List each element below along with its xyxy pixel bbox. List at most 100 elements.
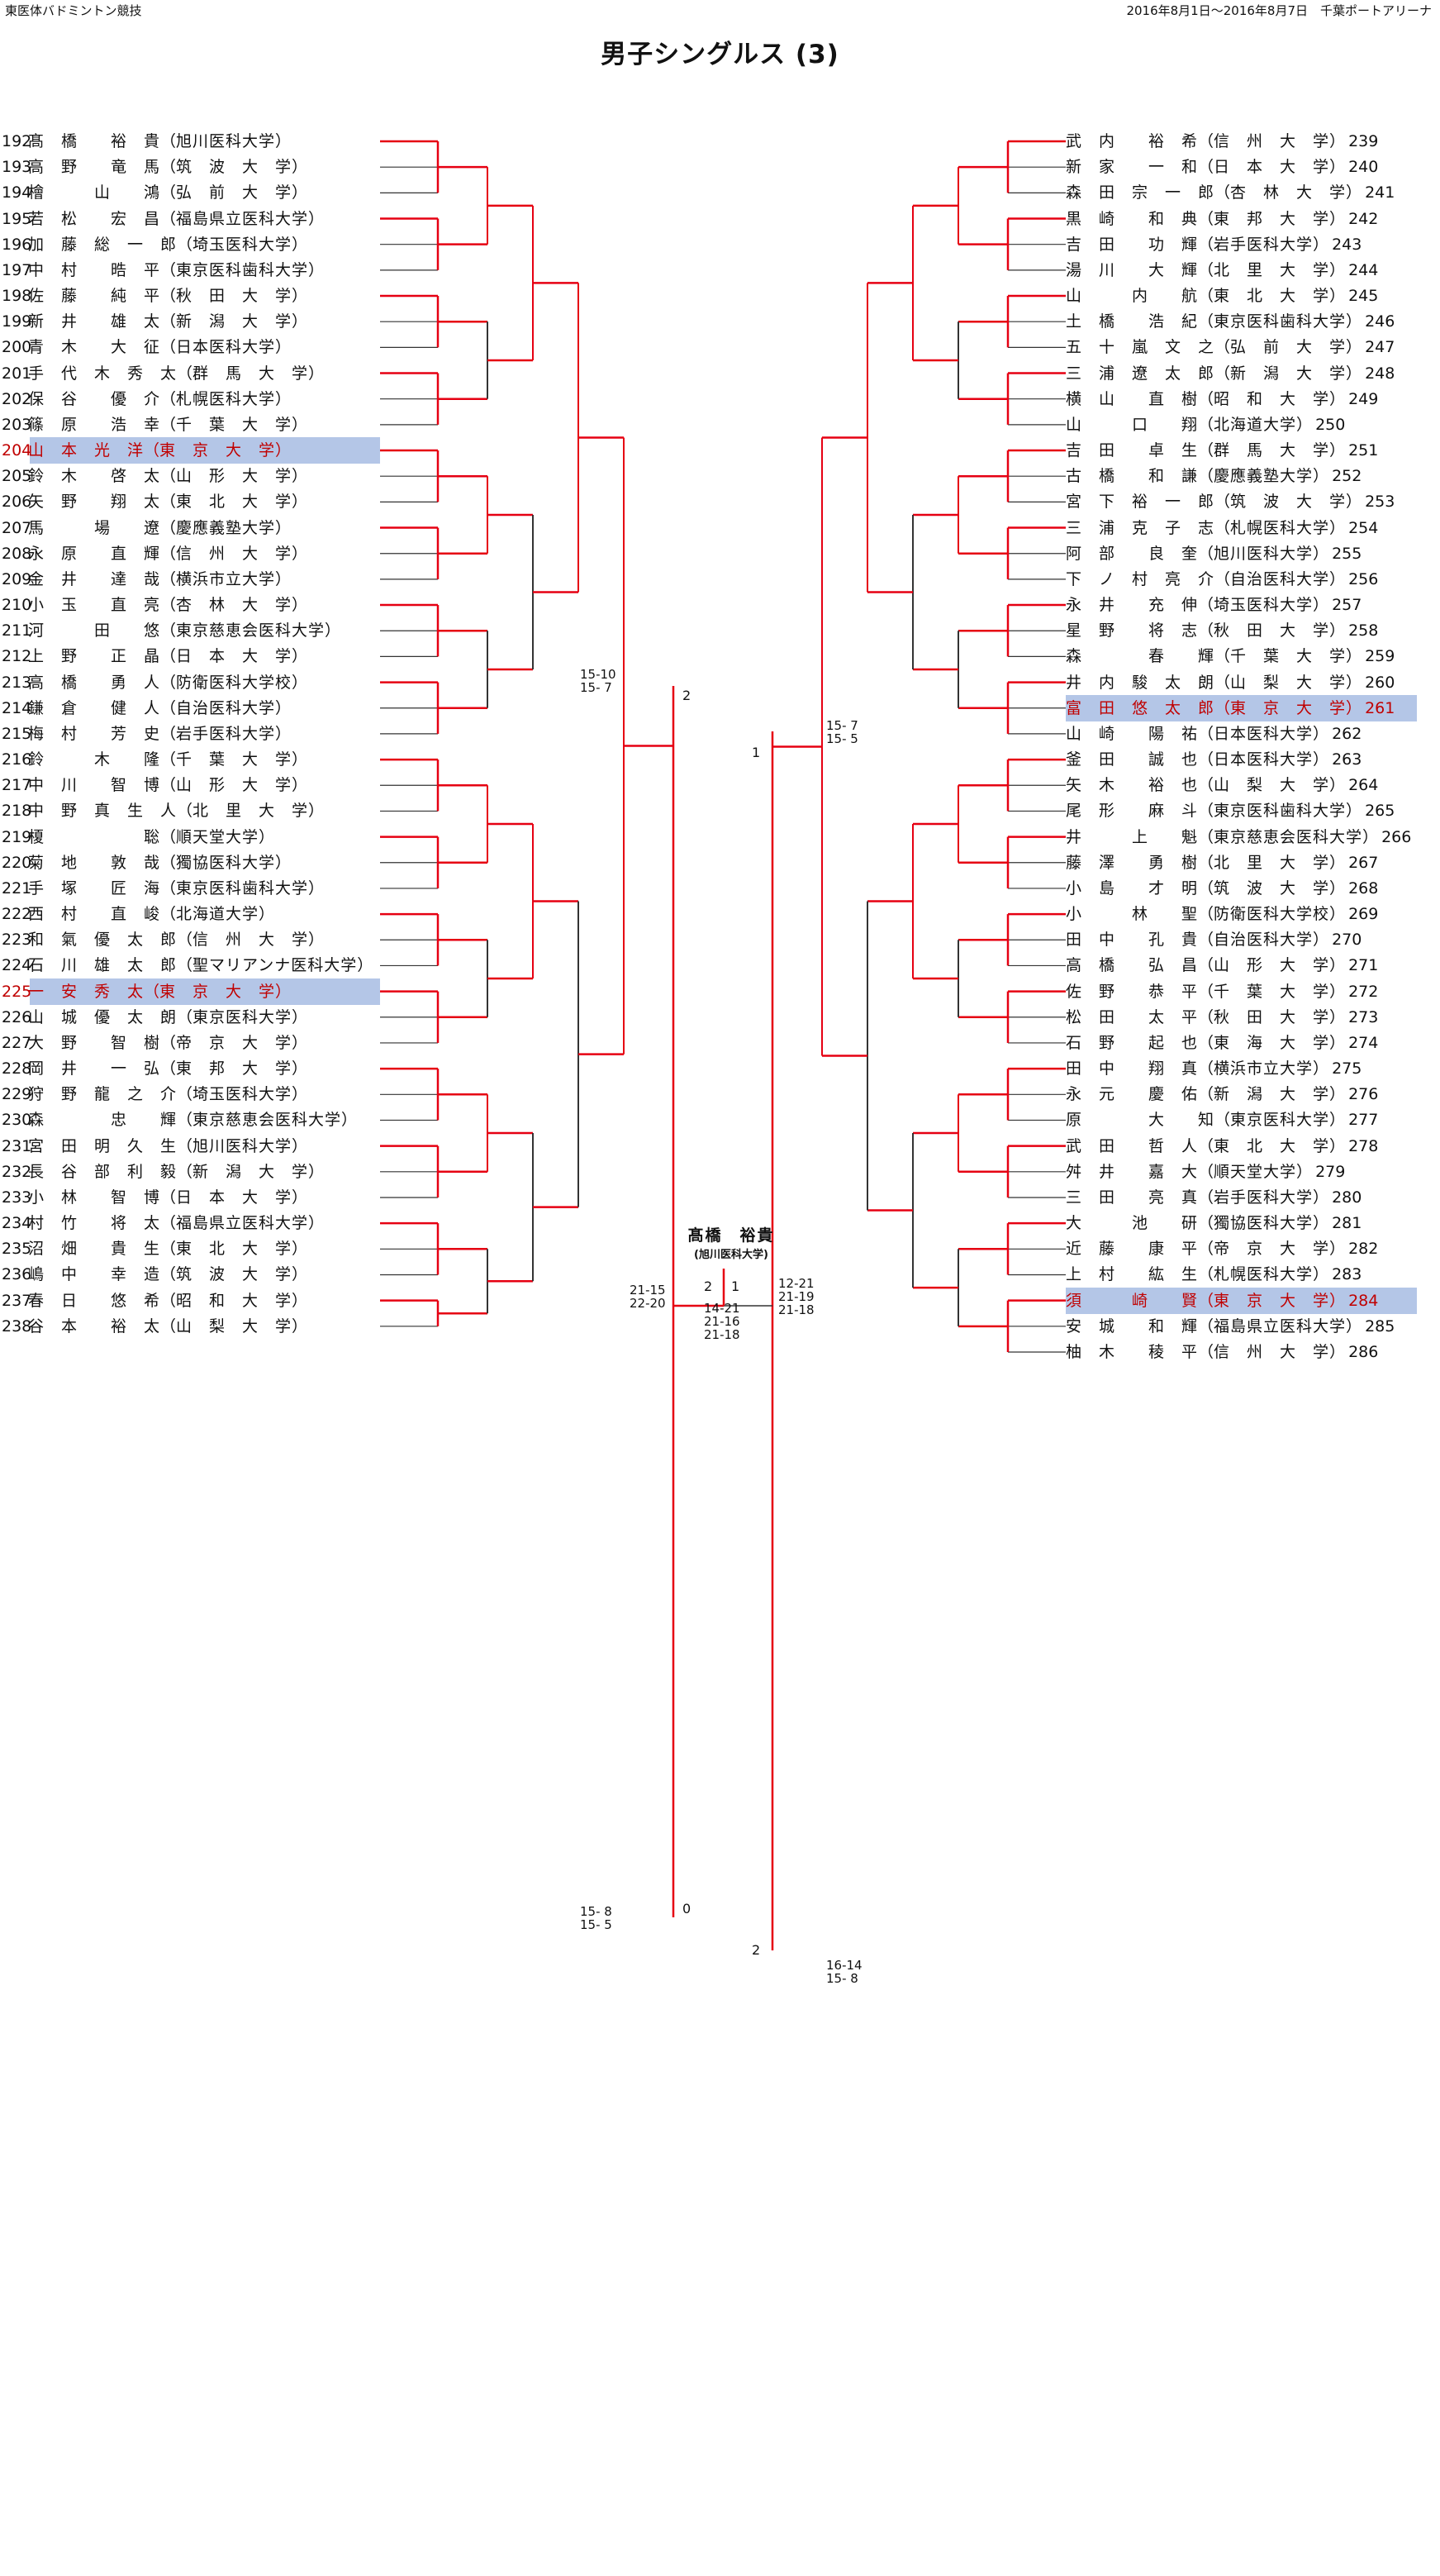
- player-row: 196加 藤 総 一 郎（埼玉医科大学）: [2, 232, 307, 257]
- player-number: 242: [1348, 209, 1379, 228]
- player-number: 267: [1348, 853, 1379, 872]
- player-row: 森 春 輝（千 葉 大 学）259: [1066, 644, 1395, 669]
- player-school: 福島県立医科大学: [176, 1214, 309, 1233]
- player-number: 236: [2, 1265, 32, 1284]
- paren-close: ）: [275, 132, 292, 150]
- player-school: 岩手医科大学: [176, 724, 276, 743]
- paren-open: （: [144, 441, 160, 460]
- player-name: 保 谷 優 介: [28, 389, 161, 408]
- player-name: 安 城 和 輝: [1066, 1317, 1199, 1336]
- player-row: 井 内 駿 太 朗（山 梨 大 学）260: [1066, 670, 1395, 695]
- player-name: 梅 村 芳 史: [28, 724, 161, 743]
- player-name: 原 大 知: [1066, 1111, 1215, 1130]
- paren-close: ）: [292, 183, 308, 202]
- player-number: 239: [1348, 132, 1379, 150]
- player-number: 273: [1348, 1007, 1379, 1026]
- player-name: 森 忠 輝: [28, 1111, 178, 1130]
- paren-open: （: [1214, 673, 1231, 692]
- paren-open: （: [1198, 235, 1214, 254]
- paren-open: （: [160, 827, 177, 846]
- player-school: 東京医科歯科大学: [1214, 802, 1347, 821]
- player-name: 阿 部 良 奎: [1066, 544, 1199, 563]
- paren-open: （: [1198, 1085, 1214, 1104]
- paren-open: （: [177, 1007, 193, 1026]
- paren-close: ）: [1313, 724, 1329, 743]
- player-row: 永 井 充 伸（埼玉医科大学）257: [1066, 593, 1362, 617]
- player-number: 219: [2, 827, 32, 846]
- paren-close: ）: [1329, 853, 1346, 872]
- player-number: 227: [2, 1033, 32, 1052]
- paren-close: ）: [308, 1214, 325, 1233]
- player-school: 千 葉 大 学: [1214, 982, 1330, 1001]
- paren-close: ）: [308, 1162, 325, 1181]
- player-name: 井 上 魁: [1066, 827, 1199, 846]
- paren-close: ）: [292, 1291, 308, 1310]
- player-school: 東 北 大 学: [176, 493, 292, 512]
- paren-close: ）: [1346, 698, 1362, 717]
- paren-close: ）: [1346, 1317, 1362, 1336]
- player-school: 東 邦 大 学: [1214, 209, 1330, 228]
- paren-open: （: [160, 467, 177, 486]
- paren-open: （: [160, 596, 177, 615]
- page-title: 男子シングルス (3): [601, 40, 839, 69]
- player-name: 佐 野 恭 平: [1066, 982, 1199, 1001]
- paren-open: （: [1198, 827, 1214, 846]
- player-number: 200: [2, 338, 32, 357]
- paren-close: ）: [1329, 132, 1346, 150]
- paren-open: （: [160, 647, 177, 666]
- player-school: 慶應義塾大学: [176, 518, 276, 537]
- paren-close: ）: [292, 493, 308, 512]
- player-row: 新 家 一 和（日 本 大 学）240: [1066, 155, 1378, 179]
- player-name: 鈴 木 隆: [28, 750, 161, 769]
- paren-close: ）: [275, 698, 292, 717]
- player-name: 石 野 起 也: [1066, 1033, 1199, 1052]
- player-name: 星 野 将 志: [1066, 621, 1199, 640]
- paren-open: （: [1198, 389, 1214, 408]
- paren-open: （: [177, 931, 193, 950]
- player-school: 順天堂大学: [1214, 1162, 1297, 1181]
- player-school: 東京医科大学: [192, 1007, 292, 1026]
- player-name: 三 浦 克 子 志: [1066, 518, 1215, 537]
- paren-close: ）: [259, 827, 275, 846]
- player-number: 192: [2, 132, 32, 150]
- player-name: 河 田 悠: [28, 621, 161, 640]
- paren-close: ）: [1346, 312, 1362, 331]
- paren-close: ）: [1313, 750, 1329, 769]
- paren-close: ）: [1329, 1291, 1346, 1310]
- paren-open: （: [160, 1240, 177, 1259]
- player-name: 三 浦 遼 太 郎: [1066, 364, 1215, 383]
- player-school: 東 北 大 学: [1214, 1136, 1330, 1155]
- player-row: 永 元 慶 佑（新 潟 大 学）276: [1066, 1082, 1378, 1107]
- player-row: 195若 松 宏 昌（福島県立医科大学）: [2, 207, 324, 231]
- player-row: 井 上 魁（東京慈恵会医科大学）266: [1066, 825, 1411, 850]
- player-number: 286: [1348, 1342, 1379, 1361]
- player-row: 小 林 聖（防衛医科大学校）269: [1066, 902, 1378, 926]
- paren-open: （: [144, 982, 160, 1001]
- player-name: 長 谷 部 利 毅: [28, 1162, 178, 1181]
- paren-open: （: [1214, 493, 1231, 512]
- header-org: 東医体バドミントン競技: [5, 3, 142, 18]
- paren-open: （: [1198, 1007, 1214, 1026]
- paren-open: （: [160, 544, 177, 563]
- player-school: 日本医科大学: [1214, 724, 1314, 743]
- player-row: 尾 形 麻 斗（東京医科歯科大学）265: [1066, 798, 1395, 823]
- player-row: 武 内 裕 希（信 州 大 学）239: [1066, 129, 1378, 154]
- player-school: 北海道大学: [176, 905, 259, 924]
- player-school: 札幌医科大学: [1214, 1265, 1314, 1284]
- paren-open: （: [1214, 338, 1231, 357]
- player-row: 三 田 亮 真（岩手医科大学）280: [1066, 1185, 1362, 1210]
- paren-close: ）: [1329, 158, 1346, 177]
- paren-close: ）: [1329, 1240, 1346, 1259]
- paren-open: （: [1198, 1136, 1214, 1155]
- paren-close: ）: [1313, 596, 1329, 615]
- player-school: 自治医科大学: [176, 698, 276, 717]
- paren-close: ）: [292, 312, 308, 331]
- player-name: 檜 山 鴻: [28, 183, 161, 202]
- player-number: 217: [2, 776, 32, 795]
- player-number: 244: [1348, 260, 1379, 279]
- paren-close: ）: [1346, 647, 1362, 666]
- player-row: 197中 村 晧 平（東京医科歯科大学）: [2, 258, 324, 283]
- player-number: 240: [1348, 158, 1379, 177]
- paren-close: ）: [275, 441, 292, 460]
- player-name: 村 竹 将 太: [28, 1214, 161, 1233]
